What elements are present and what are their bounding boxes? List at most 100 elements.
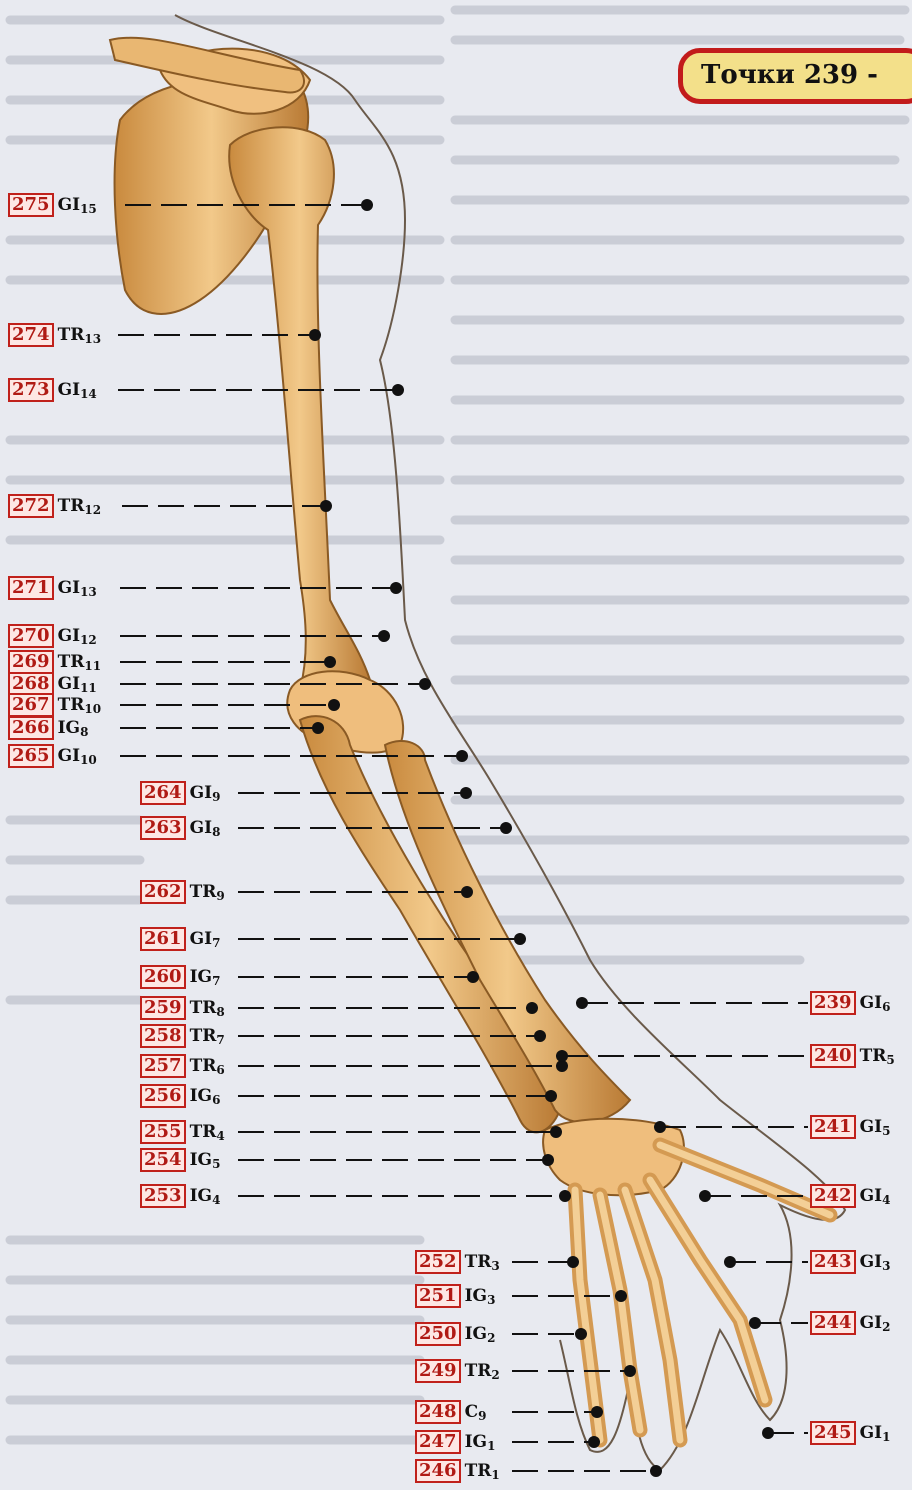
acupoint-dot-256 (545, 1090, 557, 1102)
point-label-259: 259TR8 (140, 997, 225, 1019)
acupoint-dot-258 (534, 1030, 546, 1042)
acupoint-dot-254 (542, 1154, 554, 1166)
point-number: 256 (140, 1084, 186, 1108)
acupoint-dot-270 (378, 630, 390, 642)
acupoint-dot-268 (419, 678, 431, 690)
meridian-code: IG8 (58, 718, 89, 739)
meridian-code: TR5 (860, 1046, 895, 1067)
meridian-letters: GI (860, 1313, 882, 1333)
point-number: 242 (810, 1184, 856, 1208)
point-number: 244 (810, 1311, 856, 1335)
point-number: 270 (8, 624, 54, 648)
meridian-code: IG3 (465, 1286, 496, 1307)
point-number: 243 (810, 1250, 856, 1274)
acupoint-dot-247 (588, 1436, 600, 1448)
acupoint-dot-250 (575, 1328, 587, 1340)
meridian-code: TR11 (58, 652, 101, 673)
point-number: 265 (8, 744, 54, 768)
acupoint-dot-266 (312, 722, 324, 734)
meridian-index: 10 (84, 702, 101, 716)
point-number: 247 (415, 1430, 461, 1454)
acupoint-dot-264 (460, 787, 472, 799)
meridian-letters: GI (58, 674, 80, 694)
meridian-letters: GI (860, 1186, 882, 1206)
meridian-code: GI10 (58, 746, 97, 767)
meridian-index: 5 (882, 1124, 890, 1138)
meridian-letters: TR (190, 998, 217, 1018)
meridian-index: 11 (80, 681, 97, 695)
meridian-index: 3 (882, 1259, 890, 1273)
meridian-letters: IG (465, 1286, 487, 1306)
meridian-letters: GI (58, 578, 80, 598)
point-label-267: 267TR10 (8, 694, 101, 716)
humerus-bone (229, 127, 370, 698)
point-number: 255 (140, 1120, 186, 1144)
meridian-code: GI6 (860, 993, 891, 1014)
meridian-letters: GI (860, 993, 882, 1013)
point-label-266: 266IG8 (8, 717, 88, 739)
meridian-code: GI8 (190, 818, 221, 839)
meridian-index: 13 (80, 585, 97, 599)
acupoint-dot-241 (654, 1121, 666, 1133)
meridian-letters: GI (58, 626, 80, 646)
meridian-index: 9 (212, 790, 220, 804)
meridian-letters: TR (465, 1252, 492, 1272)
point-number: 260 (140, 965, 186, 989)
meridian-code: TR1 (465, 1461, 500, 1482)
meridian-index: 3 (491, 1259, 499, 1273)
point-label-260: 260IG7 (140, 966, 220, 988)
meridian-letters: IG (58, 718, 80, 738)
acupoint-dot-273 (392, 384, 404, 396)
meridian-letters: TR (190, 1056, 217, 1076)
meridian-letters: TR (190, 882, 217, 902)
meridian-code: GI7 (190, 929, 221, 950)
point-label-263: 263GI8 (140, 817, 220, 839)
meridian-code: GI13 (58, 578, 97, 599)
point-number: 252 (415, 1250, 461, 1274)
meridian-letters: IG (190, 1150, 212, 1170)
meridian-code: TR4 (190, 1122, 225, 1143)
point-label-246: 246TR1 (415, 1460, 500, 1482)
point-label-248: 248C9 (415, 1401, 486, 1423)
point-label-255: 255TR4 (140, 1121, 225, 1143)
meridian-letters: TR (58, 652, 85, 672)
point-number: 264 (140, 781, 186, 805)
meridian-code: GI15 (58, 195, 97, 216)
meridian-letters: GI (58, 746, 80, 766)
acupoint-dot-269 (324, 656, 336, 668)
acupoint-dot-272 (320, 500, 332, 512)
point-label-264: 264GI9 (140, 782, 220, 804)
acupoint-dot-249 (624, 1365, 636, 1377)
meridian-letters: IG (190, 967, 212, 987)
acupoint-dot-242 (699, 1190, 711, 1202)
meridian-index: 6 (216, 1063, 224, 1077)
meridian-index: 12 (80, 633, 97, 647)
meridian-code: GI2 (860, 1313, 891, 1334)
acupoint-dot-261 (514, 933, 526, 945)
point-label-254: 254IG5 (140, 1149, 220, 1171)
point-number: 271 (8, 576, 54, 600)
point-label-274: 274TR13 (8, 324, 101, 346)
meridian-letters: TR (190, 1122, 217, 1142)
point-number: 261 (140, 927, 186, 951)
meridian-index: 7 (212, 936, 220, 950)
meridian-index: 15 (80, 202, 97, 216)
point-number: 253 (140, 1184, 186, 1208)
acupoint-dot-255 (550, 1126, 562, 1138)
meridian-code: TR2 (465, 1361, 500, 1382)
acupoint-dot-265 (456, 750, 468, 762)
meridian-code: IG5 (190, 1150, 221, 1171)
meridian-index: 4 (882, 1193, 890, 1207)
point-number: 272 (8, 494, 54, 518)
meridian-index: 2 (882, 1320, 890, 1334)
meridian-index: 7 (212, 974, 220, 988)
meridian-code: IG6 (190, 1086, 221, 1107)
meridian-code: TR3 (465, 1252, 500, 1273)
